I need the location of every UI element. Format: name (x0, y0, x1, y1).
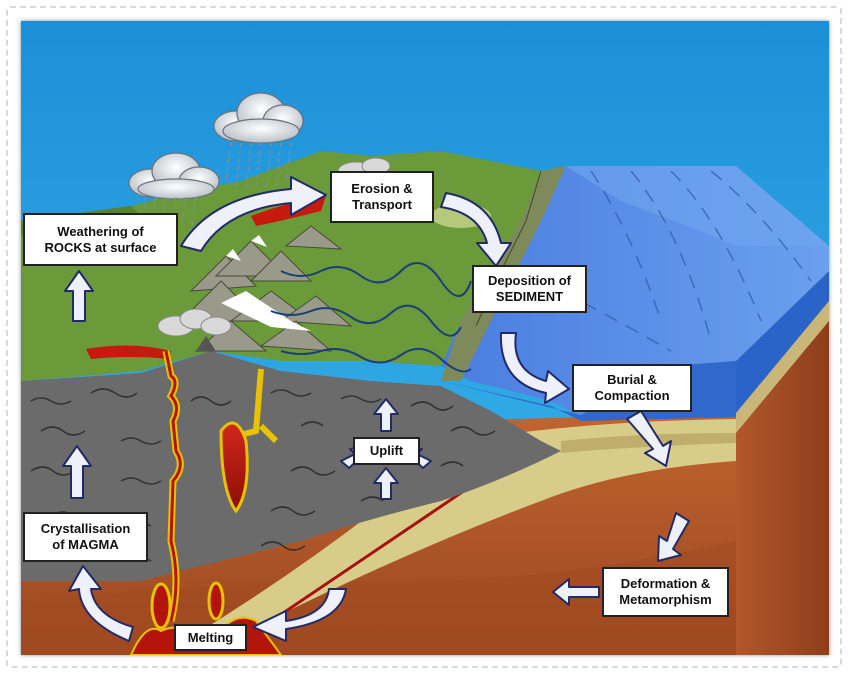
label-erosion: Erosion & Transport (330, 171, 434, 223)
label-weathering: Weathering of ROCKS at surface (23, 213, 178, 266)
label-melting-line1: Melting (187, 629, 234, 645)
river-icon (270, 262, 472, 373)
label-deformation-line2: Metamorphism (619, 592, 712, 607)
label-weathering-line1: Weathering of (57, 223, 144, 239)
label-burial: Burial & Compaction (572, 364, 692, 412)
igneous-rock-body (21, 351, 561, 581)
label-erosion-line1: Erosion & (351, 181, 413, 196)
label-crystallisation-line2: of MAGMA (52, 537, 119, 552)
label-burial-line2: Compaction (594, 388, 670, 403)
label-uplift: Uplift (353, 437, 420, 465)
ocean-side-face (736, 271, 829, 413)
label-deformation: Deformation & Metamorphism (602, 567, 729, 617)
page-frame (6, 6, 842, 668)
cloud-icon (128, 92, 304, 200)
label-deformation-line1: Deformation & (620, 576, 711, 591)
label-uplift-line1: Uplift (369, 443, 404, 458)
label-deposition: Deposition of SEDIMENT (472, 265, 587, 313)
label-crystallisation-line1: Crystallisation (40, 521, 131, 536)
rock-cycle-diagram: Weathering of ROCKS at surface Erosion &… (21, 21, 829, 655)
label-weathering-line2: ROCKS at surface (44, 239, 157, 255)
volcano-icon (157, 157, 391, 337)
label-deposition-line1: Deposition of (487, 273, 572, 288)
label-erosion-line2: Transport (352, 197, 412, 212)
label-burial-line1: Burial & (607, 372, 657, 387)
sediment-layer (161, 419, 736, 655)
label-deposition-line2: SEDIMENT (495, 289, 564, 304)
label-melting: Melting (174, 624, 247, 651)
label-crystallisation: Crystallisation of MAGMA (23, 512, 148, 562)
arrow-icon (62, 176, 690, 642)
